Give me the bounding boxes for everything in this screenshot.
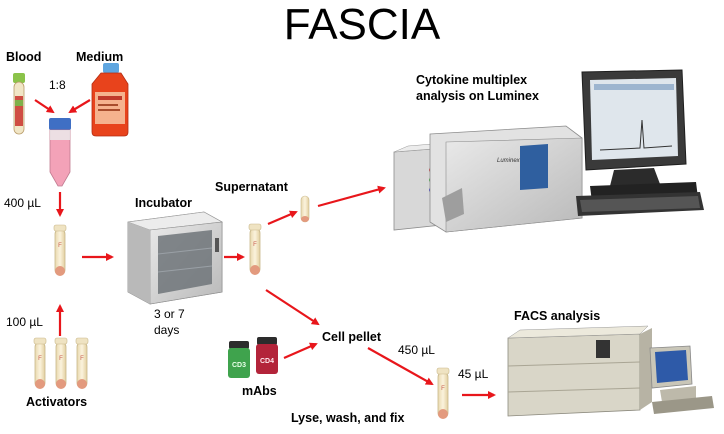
arrow-pellet-to-tube: [367, 347, 434, 385]
activator-tube-1: [33, 337, 47, 390]
sample-tube-image: [53, 224, 67, 277]
activator-tube-3: [75, 337, 89, 390]
arrow-mabs-to-pellet: [283, 342, 318, 360]
arrow-supernatant-to-luminex: [317, 185, 386, 208]
facs-analysis-label: FACS analysis: [514, 309, 601, 323]
lyse-wash-fix-label: Lyse, wash, and fix: [291, 411, 405, 425]
arrow-medium-to-falcon: [68, 99, 91, 114]
incubated-tube-image: [248, 223, 262, 276]
blood-label: Blood: [6, 50, 42, 64]
ratio-label: 1:8: [49, 78, 66, 92]
blood-tube-image: [13, 73, 25, 135]
luminex-brand-label: Luminex: [497, 158, 521, 164]
activator-tube-2: [54, 337, 68, 390]
volume-450-label: 450 µL: [398, 343, 435, 357]
mab-green-label: CD3: [232, 362, 246, 369]
cytokine-label-line2: analysis on Luminex: [416, 89, 539, 103]
volume-400-label: 400 µL: [4, 196, 41, 210]
supernatant-label: Supernatant: [215, 180, 288, 194]
luminex-monitor-image: [576, 69, 704, 216]
medium-label: Medium: [76, 50, 124, 64]
supernatant-tube-image: [300, 195, 310, 223]
mabs-label: mAbs: [242, 384, 277, 398]
days-label-line2: days: [154, 323, 180, 337]
arrow-tube-to-supernatant: [267, 210, 298, 226]
luminex-instrument-image: Luminex: [393, 125, 583, 233]
arrow-blood-to-falcon: [34, 99, 55, 114]
arrow-tube-to-pellet: [265, 289, 320, 326]
medium-bottle-image: [91, 63, 129, 137]
volume-100-label: 100 µL: [6, 315, 43, 329]
activators-label: Activators: [26, 395, 88, 409]
incubator-image: [127, 211, 223, 305]
cytokine-label-line1: Cytokine multiplex: [416, 73, 528, 87]
days-label-line1: 3 or 7: [154, 307, 185, 321]
pellet-tube-image: [436, 367, 450, 420]
falcon-tube-image: [49, 118, 71, 187]
volume-45-label: 45 µL: [458, 367, 489, 381]
flow-arrows: [34, 99, 496, 399]
page-title: FASCIA: [283, 0, 441, 49]
cell-pellet-label: Cell pellet: [322, 330, 382, 344]
mab-bottles-image: CD3 CD4: [228, 337, 278, 378]
facs-instrument-image: [507, 325, 714, 417]
mab-red-label: CD4: [260, 358, 274, 365]
incubator-label: Incubator: [135, 196, 192, 210]
